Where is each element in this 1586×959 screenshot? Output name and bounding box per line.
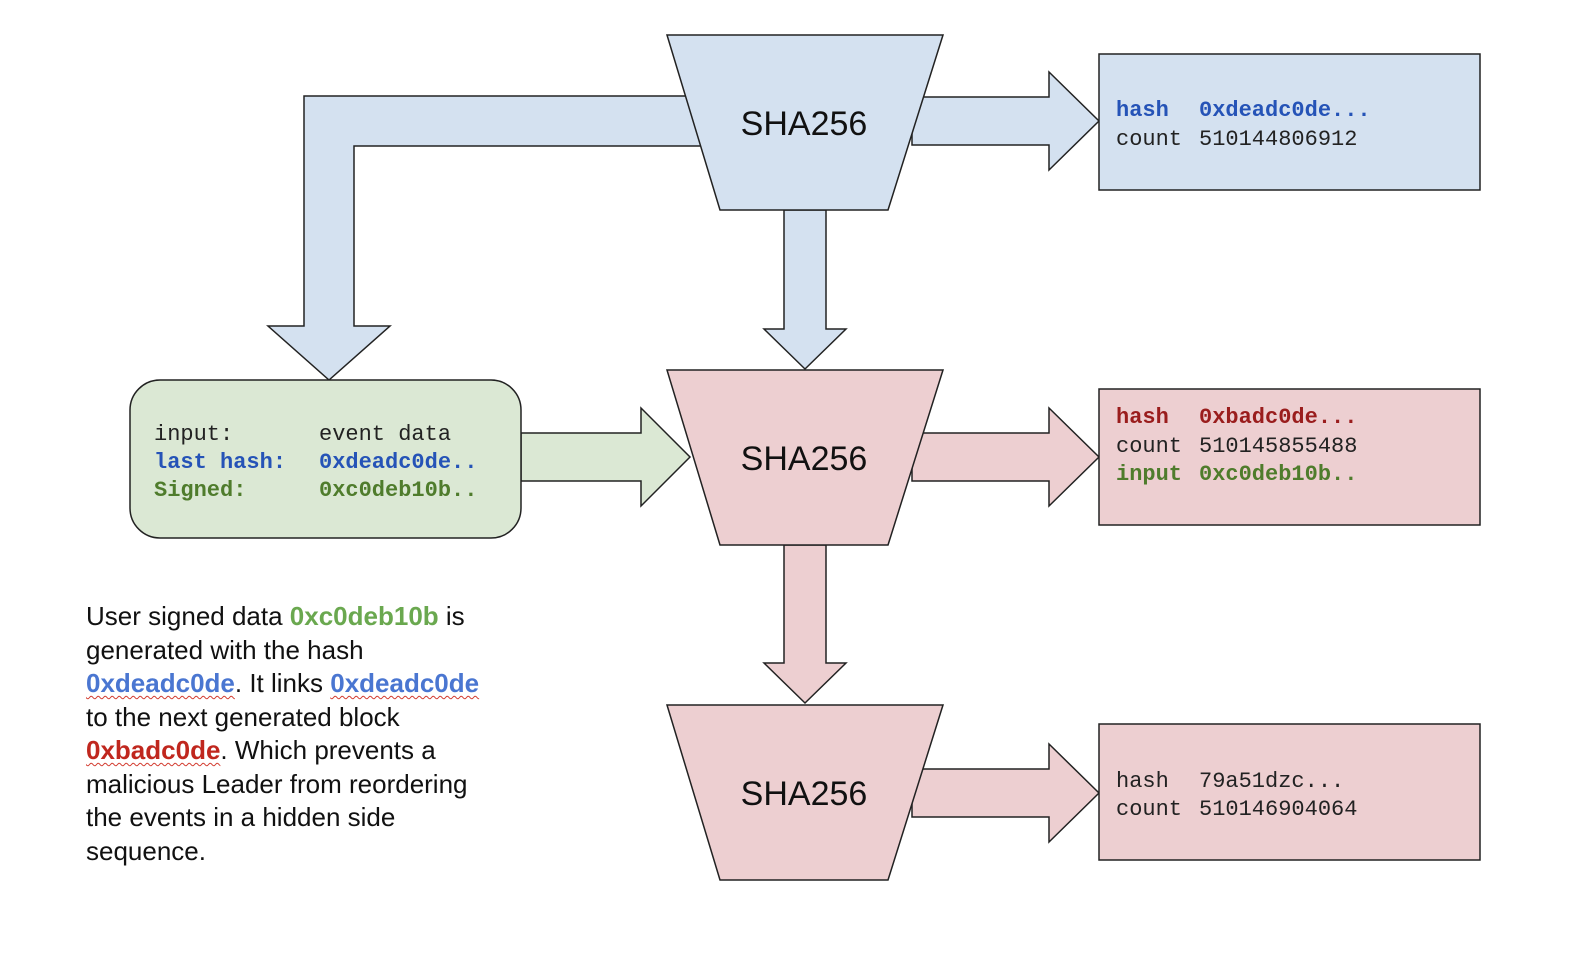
caption-last-hash-2: 0xdeadc0de xyxy=(330,668,480,698)
output-box-3-frame xyxy=(1098,723,1481,861)
hasher-2-shape xyxy=(665,369,945,546)
output-3-hash-value: 79a51dzc... xyxy=(1199,769,1344,794)
hasher-1-label: SHA256 xyxy=(741,105,868,143)
output-3-count-key: count xyxy=(1116,797,1182,822)
hasher-2: SHA256 xyxy=(665,369,945,546)
hasher-3-label: SHA256 xyxy=(741,775,868,813)
signed-row-key: Signed: xyxy=(154,478,246,503)
output-2-count-value: 510145855488 xyxy=(1199,434,1357,459)
output-box-1: hash 0xdeadc0de... count 510144806912 xyxy=(1098,53,1481,191)
feedback-arrow xyxy=(266,95,704,382)
output-box-2: hash 0xbadc0de... count 510145855488 inp… xyxy=(1098,388,1481,526)
hasher-1-shape xyxy=(665,34,945,211)
output-box-2-frame xyxy=(1098,388,1481,526)
down-arrow-1 xyxy=(762,209,848,371)
hasher-3: SHA256 xyxy=(665,704,945,881)
output-1-hash-value: 0xdeadc0de... xyxy=(1199,98,1371,123)
output-2-hash-value: 0xbadc0de... xyxy=(1199,405,1357,430)
input-arrow xyxy=(520,406,692,508)
input-row-value: event data xyxy=(319,422,451,447)
output-box-3: hash 79a51dzc... count 510146904064 xyxy=(1098,723,1481,861)
output-2-count-key: count xyxy=(1116,434,1182,459)
output-1-hash-key: hash xyxy=(1116,98,1169,123)
output-2-input-value: 0xc0deb10b.. xyxy=(1199,462,1357,487)
output-1-count-key: count xyxy=(1116,127,1182,152)
explanation-caption: User signed data 0xc0deb10b is generated… xyxy=(86,600,486,868)
input-box-frame xyxy=(129,379,522,539)
output-arrow-1 xyxy=(911,70,1101,172)
input-box: input: event data last hash: 0xdeadc0de.… xyxy=(129,379,522,539)
output-2-input-key: input xyxy=(1116,462,1182,487)
caption-signed-hash: 0xc0deb10b xyxy=(289,601,439,631)
output-arrow-2 xyxy=(911,406,1101,508)
output-1-count-value: 510144806912 xyxy=(1199,127,1357,152)
hasher-2-label: SHA256 xyxy=(741,440,868,478)
caption-last-hash-1: 0xdeadc0de xyxy=(86,668,235,698)
output-2-hash-key: hash xyxy=(1116,405,1169,430)
output-box-1-frame xyxy=(1098,53,1481,191)
signed-row-value: 0xc0deb10b.. xyxy=(319,478,477,503)
caption-text-2: is generated with the hash xyxy=(86,601,465,665)
caption-text-1: User signed data xyxy=(86,601,290,631)
caption-text-5: . Which prevents a malicious Leader from… xyxy=(86,735,468,866)
input-row-key: input: xyxy=(154,422,233,447)
output-arrow-3 xyxy=(911,742,1101,844)
caption-text-3: . It links xyxy=(234,668,331,698)
output-3-count-value: 510146904064 xyxy=(1199,797,1357,822)
down-arrow-2 xyxy=(762,544,848,705)
last-hash-row-key: last hash: xyxy=(154,450,286,475)
output-3-hash-key: hash xyxy=(1116,769,1169,794)
hasher-1: SHA256 xyxy=(665,34,945,211)
last-hash-row-value: 0xdeadc0de.. xyxy=(319,450,477,475)
caption-text-4: to the next generated block xyxy=(86,701,400,732)
hasher-3-shape xyxy=(665,704,945,881)
caption-block-hash: 0xbadc0de xyxy=(86,735,221,765)
